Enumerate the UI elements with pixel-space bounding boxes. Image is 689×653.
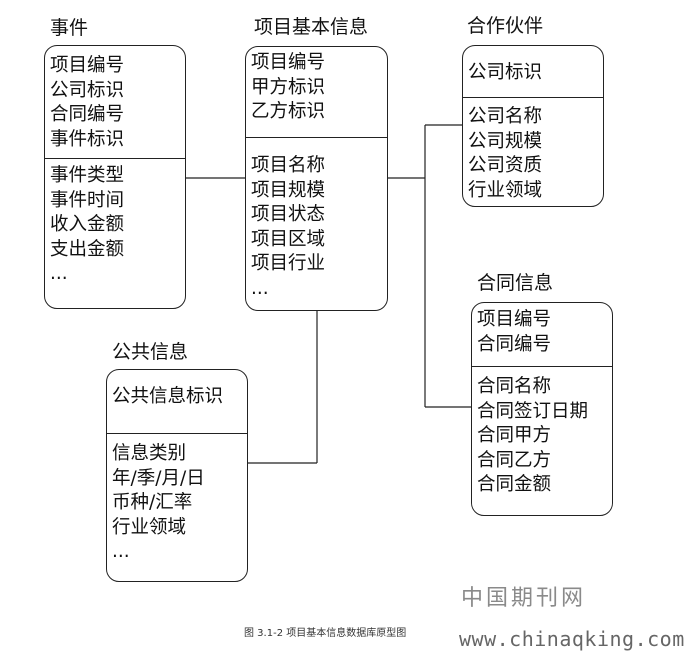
field: 项目编号 (251, 52, 326, 73)
entity-title-event: 事件 (50, 17, 89, 39)
field: 事件标识 (50, 128, 125, 150)
field: ... (112, 541, 130, 562)
field: 合同乙方 (477, 449, 552, 471)
field: 合同签订日期 (477, 400, 589, 422)
entity-keys-partner: 公司标识 (463, 46, 603, 86)
entity-attrs-public: 信息类别 年/季/月/日 币种/汇率 行业领域 ... (107, 442, 247, 565)
field: 行业领域 (112, 516, 187, 538)
entity-keys-contract: 项目编号 合同编号 (472, 303, 612, 357)
field: 公司资质 (468, 155, 543, 176)
field: 合同甲方 (477, 425, 552, 446)
field: 合同金额 (477, 474, 552, 495)
field: 项目状态 (251, 204, 326, 225)
field: 项目行业 (251, 253, 326, 274)
entity-box-event: 项目编号 公司标识 合同编号 事件标识 事件类型 事件时间 收入金额 支出金额 … (44, 45, 186, 309)
field: 年/季/月/日 (112, 467, 205, 489)
field: 行业领域 (468, 179, 543, 201)
entity-keys-public: 公共信息标识 (107, 370, 247, 410)
field: 甲方标识 (251, 76, 326, 98)
field: 公司标识 (468, 62, 543, 83)
field: ... (251, 277, 269, 299)
field: 事件时间 (50, 189, 125, 211)
entity-title-contract: 合同信息 (477, 272, 554, 294)
entity-box-contract: 项目编号 合同编号 合同名称 合同签订日期 合同甲方 合同乙方 合同金额 (471, 302, 613, 516)
field: 币种/汇率 (112, 492, 193, 513)
field: 公司规模 (468, 130, 543, 152)
entity-divider (463, 97, 603, 98)
field: 信息类别 (112, 443, 187, 464)
field: 项目规模 (251, 179, 326, 201)
entity-title-project: 项目基本信息 (254, 16, 369, 38)
entity-box-project: 项目编号 甲方标识 乙方标识 项目名称 项目规模 项目状态 项目区域 项目行业 … (245, 46, 388, 311)
field: 项目名称 (251, 155, 326, 176)
field: 项目区域 (251, 228, 326, 250)
watermark-url: www.chinaqking.com (459, 627, 685, 651)
entity-attrs-event: 事件类型 事件时间 收入金额 支出金额 ... (45, 164, 185, 287)
figure-caption: 图 3.1-2 项目基本信息数据库原型图 (244, 628, 407, 639)
watermark-name: 中国期刊网 (461, 586, 587, 611)
entity-divider (107, 433, 247, 434)
field: 项目编号 (477, 309, 552, 330)
entity-attrs-project: 项目名称 项目规模 项目状态 项目区域 项目行业 ... (246, 154, 387, 301)
entity-title-partner: 合作伙伴 (467, 15, 544, 37)
entity-title-public: 公共信息 (112, 341, 189, 363)
entity-attrs-partner: 公司名称 公司规模 公司资质 行业领域 (463, 105, 603, 203)
field: ... (50, 263, 68, 284)
field: 支出金额 (50, 238, 125, 260)
field: 合同名称 (477, 376, 552, 397)
field: 合同编号 (50, 104, 125, 125)
field: 事件类型 (50, 165, 125, 186)
entity-box-partner: 公司标识 公司名称 公司规模 公司资质 行业领域 (462, 45, 604, 207)
entity-keys-event: 项目编号 公司标识 合同编号 事件标识 (45, 46, 185, 152)
entity-divider (45, 158, 185, 159)
field: 公司名称 (468, 106, 543, 127)
entity-keys-project: 项目编号 甲方标识 乙方标识 (246, 47, 387, 125)
field: 合同编号 (477, 333, 552, 355)
field: 项目编号 (50, 55, 125, 76)
entity-box-public: 公共信息标识 信息类别 年/季/月/日 币种/汇率 行业领域 ... (106, 369, 248, 582)
entity-divider (246, 137, 387, 138)
entity-attrs-contract: 合同名称 合同签订日期 合同甲方 合同乙方 合同金额 (472, 375, 612, 498)
entity-divider (472, 366, 612, 367)
field: 乙方标识 (251, 101, 326, 122)
field: 公共信息标识 (112, 386, 224, 407)
field: 收入金额 (50, 214, 125, 235)
field: 公司标识 (50, 79, 125, 101)
